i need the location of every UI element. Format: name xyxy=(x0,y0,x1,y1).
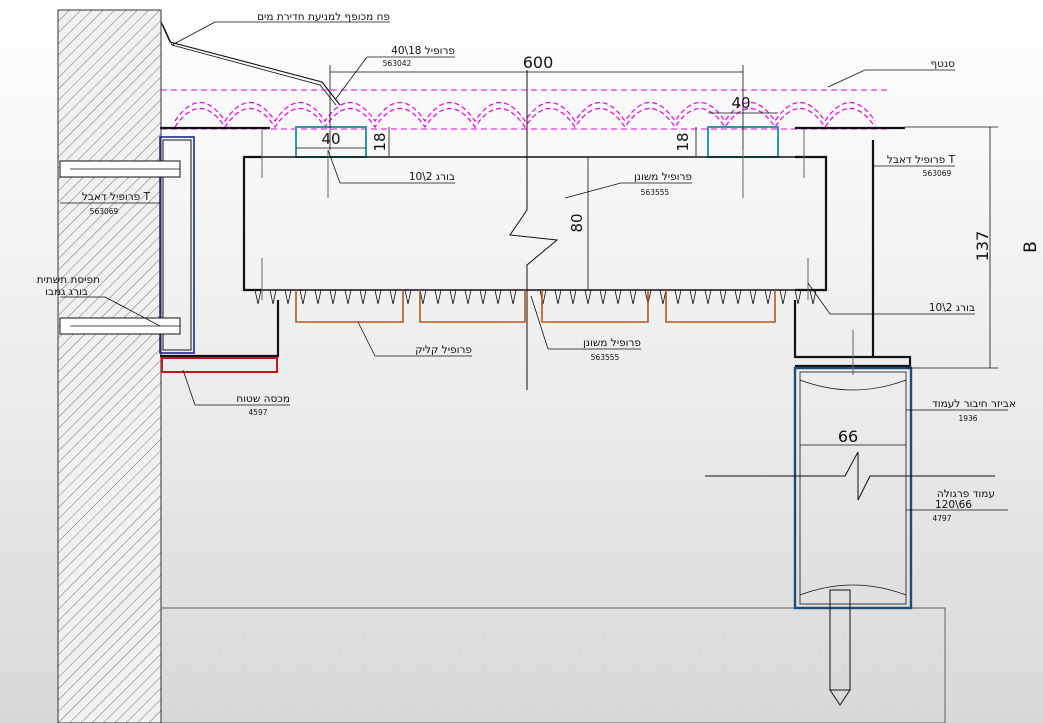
wall-anchor-top xyxy=(59,160,181,178)
code-column-connector: 1936 xyxy=(958,414,977,423)
label-anchor-line1: תפיסת תשתית xyxy=(37,274,100,286)
dim-column-width-66: 66 xyxy=(838,427,858,446)
dim-profile-width-left: 40 xyxy=(321,130,340,148)
code-double-t-right: 563069 xyxy=(923,169,952,178)
dim-profile-height-right: 18 xyxy=(674,132,692,151)
label-double-t-right: פרופיל דאבל T xyxy=(887,154,956,166)
code-pergola-column: 4797 xyxy=(932,514,951,523)
label-bolt-left: בורג 2\10 xyxy=(409,171,455,183)
code-shaped-profile-bottom: 563555 xyxy=(591,353,620,362)
section-mark-b: B xyxy=(1021,241,1041,253)
floor-anchor xyxy=(829,589,851,706)
code-flat-cover: 4597 xyxy=(248,408,267,417)
dim-beam-height-80: 80 xyxy=(568,213,586,232)
label-column-connector: אביזר חיבור לעמוד xyxy=(932,398,1016,410)
flat-cover xyxy=(161,357,278,373)
dim-span-600: 600 xyxy=(523,53,554,72)
double-t-profile-right xyxy=(793,126,912,368)
double-t-profile-left xyxy=(159,126,280,358)
screws xyxy=(261,130,854,375)
code-profile-18-40: 563042 xyxy=(383,59,412,68)
label-flashing: פח מכופף למניעת חדירת מים xyxy=(257,11,390,23)
click-profiles xyxy=(295,290,776,323)
label-flat-cover: מכסה שטוח xyxy=(236,393,290,405)
label-profile-18-40: פרופיל 18\40 xyxy=(391,45,455,57)
label-roof-sheet: סנטף xyxy=(930,58,955,70)
pergola-column xyxy=(705,366,995,610)
label-shaped-profile-bottom: פרופיל משונן xyxy=(583,337,641,349)
dim-total-height-137: 137 xyxy=(973,231,992,262)
masonry-wall xyxy=(57,9,162,723)
label-click-profile: פרופיל קליק xyxy=(415,344,472,356)
leader-lines xyxy=(60,56,1008,511)
label-anchor-line2: בורג גמבו xyxy=(45,286,88,298)
label-pergola-column: עמוד פרגולה xyxy=(937,488,995,500)
concrete-floor xyxy=(159,607,946,723)
label-shaped-profile-top: פרופיל משונן xyxy=(634,171,692,183)
dimension-lines xyxy=(296,65,998,446)
dim-profile-width-right: 40 xyxy=(731,94,750,112)
label-double-t-left: פרופיל דאבל T xyxy=(82,191,151,203)
label-pergola-column-size: 120\66 xyxy=(935,499,972,511)
dim-profile-height-left: 18 xyxy=(371,132,389,151)
roof-sheet xyxy=(161,89,890,130)
main-beam-profile xyxy=(242,155,828,305)
beam-break-line xyxy=(509,70,559,390)
wall-anchor-bottom xyxy=(59,317,181,335)
flashing-sheet xyxy=(160,21,390,106)
label-bolt-right: בורג 2\10 xyxy=(929,302,975,314)
code-double-t-left: 563069 xyxy=(90,207,119,216)
code-shaped-profile-top: 563555 xyxy=(641,188,670,197)
